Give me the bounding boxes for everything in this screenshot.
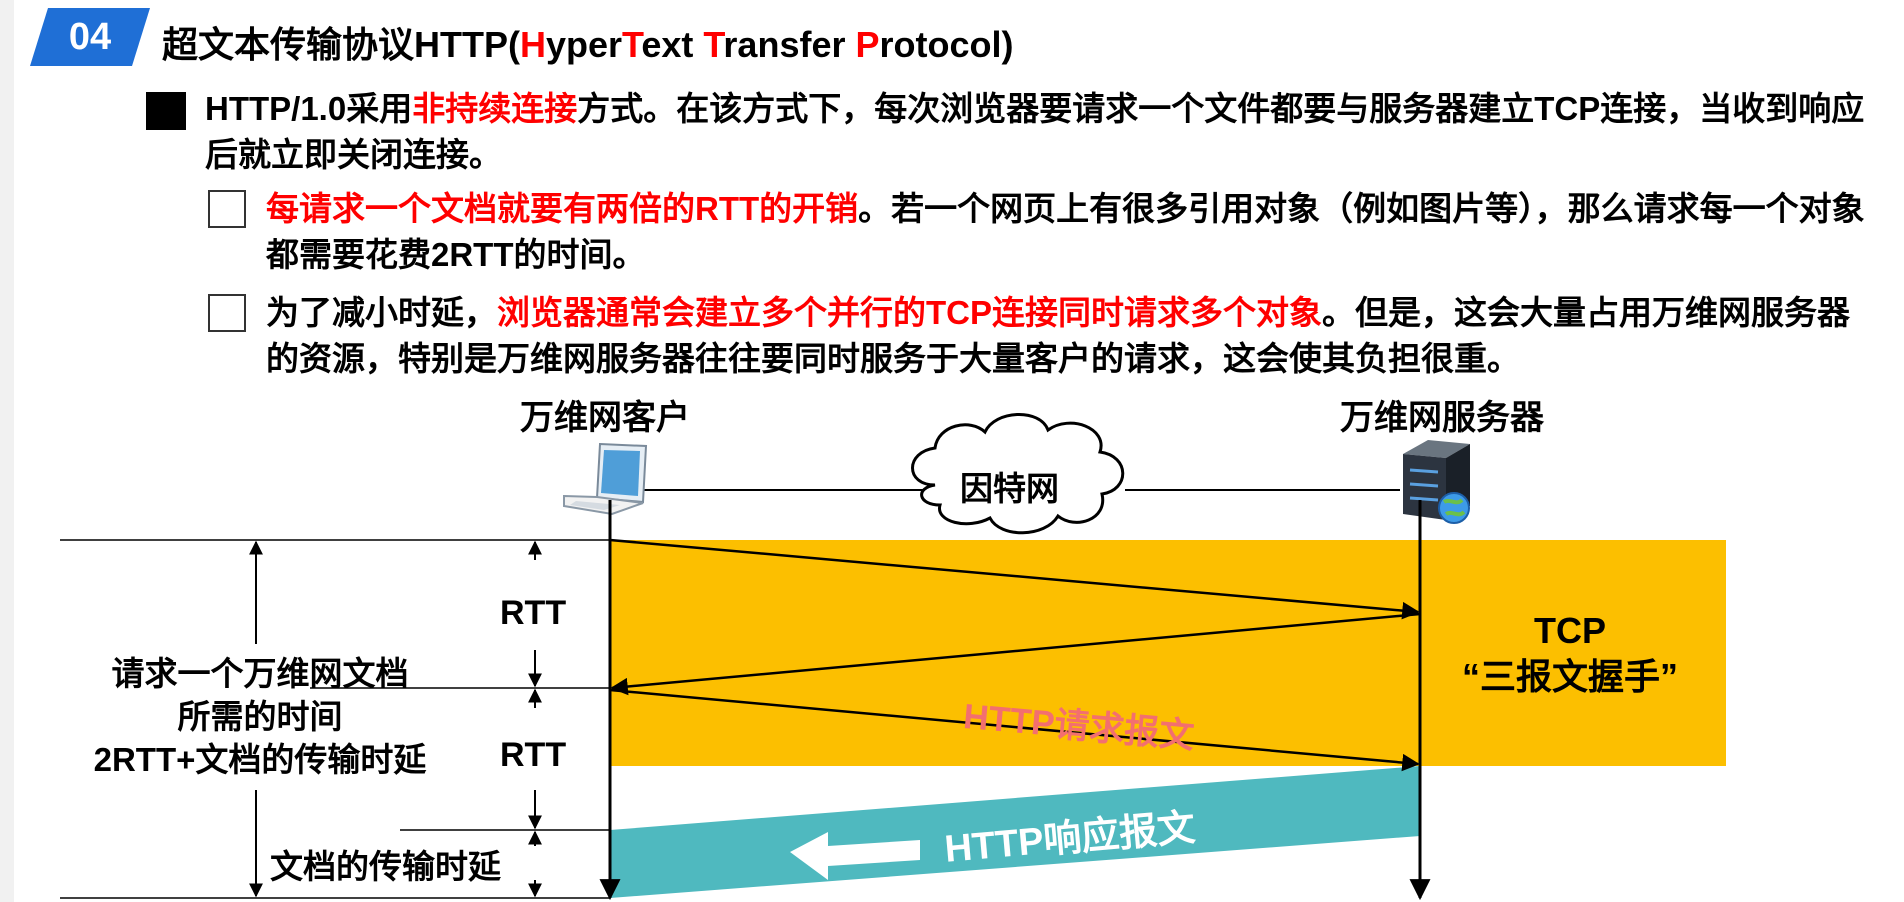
title-part: ransfer bbox=[723, 24, 856, 65]
section-number-badge: 04 bbox=[30, 8, 150, 66]
http-request-arrow bbox=[609, 688, 1420, 772]
server-icon bbox=[1403, 440, 1470, 524]
title-part: yper bbox=[545, 24, 623, 65]
title-part: ext bbox=[641, 24, 704, 65]
total-time-line-2: 所需的时间 bbox=[177, 698, 343, 735]
client-label: 万维网客户 bbox=[520, 399, 690, 437]
total-time-line-3: 2RTT+文档的传输时延 bbox=[93, 741, 427, 778]
bullet-sub-2: 为了减小时延，浏览器通常会建立多个并行的TCP连接同时请求多个对象。但是，这会大… bbox=[266, 290, 1876, 382]
badge-shape bbox=[30, 8, 150, 66]
bullet-text: 方式。在该方式下，每次浏览器要请求一个文件都要与服务器建立TCP连接，当收到响应… bbox=[205, 90, 1865, 173]
bullet-text: 。若一个网页上有很多引用对象（例如图片等），那么请求每一个对象都需要花费2RTT… bbox=[266, 190, 1865, 273]
title-part: H bbox=[519, 24, 546, 65]
rtt-label: RTT bbox=[500, 594, 567, 632]
response-direction-arrow bbox=[790, 832, 920, 880]
section-number: 04 bbox=[68, 16, 112, 58]
cloud-icon bbox=[911, 413, 1125, 535]
title-part: 超文本传输协议HTTP( bbox=[162, 24, 520, 65]
page-title: 超文本传输协议HTTP(HyperText Transfer Protocol) bbox=[162, 16, 1014, 68]
server-label: 万维网服务器 bbox=[1340, 399, 1544, 437]
tcp-synack-arrow bbox=[610, 612, 1421, 696]
bullet-text: 。但是，这会大量占用万维网服务器的资源，特别是万维网服务器往往要同时服务于大量客… bbox=[266, 294, 1850, 377]
internet-label: 因特网 bbox=[960, 470, 1059, 507]
bullet-text: HTTP/1.0采用 bbox=[205, 90, 413, 127]
rtt-label: RTT bbox=[500, 736, 567, 774]
bullet-square-icon bbox=[146, 92, 186, 130]
title-part: T bbox=[703, 24, 724, 65]
tcp-syn-arrow bbox=[609, 538, 1420, 620]
bullet-highlight: 每请求一个文档就要有两倍的RTT的开销 bbox=[266, 190, 859, 227]
title-part: P bbox=[855, 24, 880, 65]
bullet-highlight: 非持续连接 bbox=[412, 90, 578, 127]
checkbox-icon bbox=[208, 294, 246, 332]
transfer-delay-label: 文档的传输时延 bbox=[270, 848, 501, 885]
left-margin-strip bbox=[0, 0, 14, 902]
tcp-subtitle: “三报文握手” bbox=[1461, 656, 1678, 697]
bullet-main: HTTP/1.0采用非持续连接方式。在该方式下，每次浏览器要请求一个文件都要与服… bbox=[205, 86, 1865, 178]
tcp-title: TCP bbox=[1534, 610, 1606, 651]
bullet-text: 为了减小时延， bbox=[266, 294, 497, 331]
total-time-label: 请求一个万维网文档 所需的时间 2RTT+文档的传输时延 bbox=[40, 652, 480, 781]
total-time-line-1: 请求一个万维网文档 bbox=[111, 655, 409, 692]
title-part: rotocol) bbox=[879, 24, 1014, 65]
laptop-icon bbox=[563, 442, 648, 516]
tcp-label: TCP “三报文握手” bbox=[1460, 608, 1680, 700]
title-part: T bbox=[622, 24, 642, 65]
tcp-handshake-band bbox=[610, 540, 1726, 766]
checkbox-icon bbox=[208, 190, 246, 228]
bullet-highlight: 浏览器通常会建立多个并行的TCP连接同时请求多个对象 bbox=[497, 294, 1322, 331]
bullet-sub-1: 每请求一个文档就要有两倍的RTT的开销。若一个网页上有很多引用对象（例如图片等）… bbox=[266, 186, 1876, 278]
